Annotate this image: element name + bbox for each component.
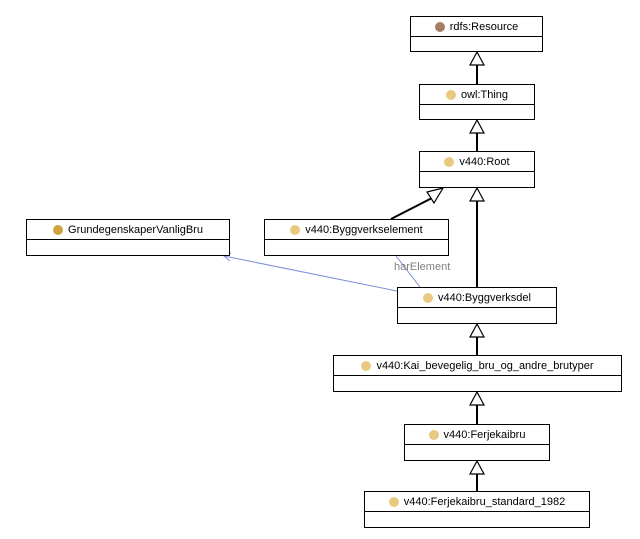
node-divider xyxy=(27,239,229,240)
class-node-v440-byggverkselement[interactable]: v440:Byggverkselement xyxy=(264,219,449,256)
inheritance-arrowhead xyxy=(468,118,486,134)
inheritance-arrowhead xyxy=(468,390,486,406)
class-node-label: v440:Root xyxy=(459,155,510,168)
class-node-label: v440:Ferjekaibru xyxy=(443,428,526,441)
class-node-rdfs-resource[interactable]: rdfs:Resource xyxy=(410,16,543,52)
node-divider xyxy=(405,444,549,445)
class-node-label: owl:Thing xyxy=(460,88,509,101)
class-node-v440-root[interactable]: v440:Root xyxy=(419,151,535,188)
class-node-v440-ferjekaibru[interactable]: v440:Ferjekaibru xyxy=(404,424,550,461)
class-node-label: v440:Kai_bevegelig_bru_og_andre_brutyper xyxy=(376,359,594,372)
class-icon xyxy=(53,224,64,235)
harelement-edge-label: harElement xyxy=(394,261,451,273)
property-edge-harelement xyxy=(395,255,421,288)
class-node-label: rdfs:Resource xyxy=(449,20,519,33)
property-edge-to-grundegenskaper xyxy=(223,255,398,292)
subclass-edge-byggverkselement-root xyxy=(390,197,433,220)
class-node-grundegenskaper-vanlig-bru[interactable]: GrundegenskaperVanligBru xyxy=(26,219,230,256)
inheritance-arrowhead xyxy=(468,186,486,202)
class-icon xyxy=(445,89,456,100)
node-divider xyxy=(334,375,621,376)
node-divider xyxy=(420,171,534,172)
inheritance-arrowhead xyxy=(468,322,486,338)
class-node-label: v440:Byggverkselement xyxy=(305,223,423,236)
class-node-v440-ferjekaibru-standard-1982[interactable]: v440:Ferjekaibru_standard_1982 xyxy=(364,491,590,528)
class-icon xyxy=(388,496,399,507)
class-icon xyxy=(290,224,301,235)
class-icon xyxy=(444,156,455,167)
node-divider xyxy=(265,239,448,240)
inheritance-arrowhead xyxy=(426,187,445,205)
inheritance-arrowhead xyxy=(468,459,486,475)
class-node-owl-thing[interactable]: owl:Thing xyxy=(419,84,535,120)
class-icon xyxy=(434,21,445,32)
node-divider xyxy=(420,104,534,105)
class-icon xyxy=(428,429,439,440)
node-divider xyxy=(398,307,556,308)
class-node-v440-kai-bevegelig-bru[interactable]: v440:Kai_bevegelig_bru_og_andre_brutyper xyxy=(333,355,622,392)
class-node-label: v440:Byggverksdel xyxy=(438,291,531,304)
node-divider xyxy=(365,511,589,512)
class-icon xyxy=(423,292,434,303)
class-node-v440-byggverksdel[interactable]: v440:Byggverksdel xyxy=(397,287,557,324)
class-node-label: v440:Ferjekaibru_standard_1982 xyxy=(403,495,566,508)
class-icon xyxy=(361,360,372,371)
inheritance-arrowhead xyxy=(468,50,486,66)
node-divider xyxy=(411,36,542,37)
class-node-label: GrundegenskaperVanligBru xyxy=(68,223,203,236)
